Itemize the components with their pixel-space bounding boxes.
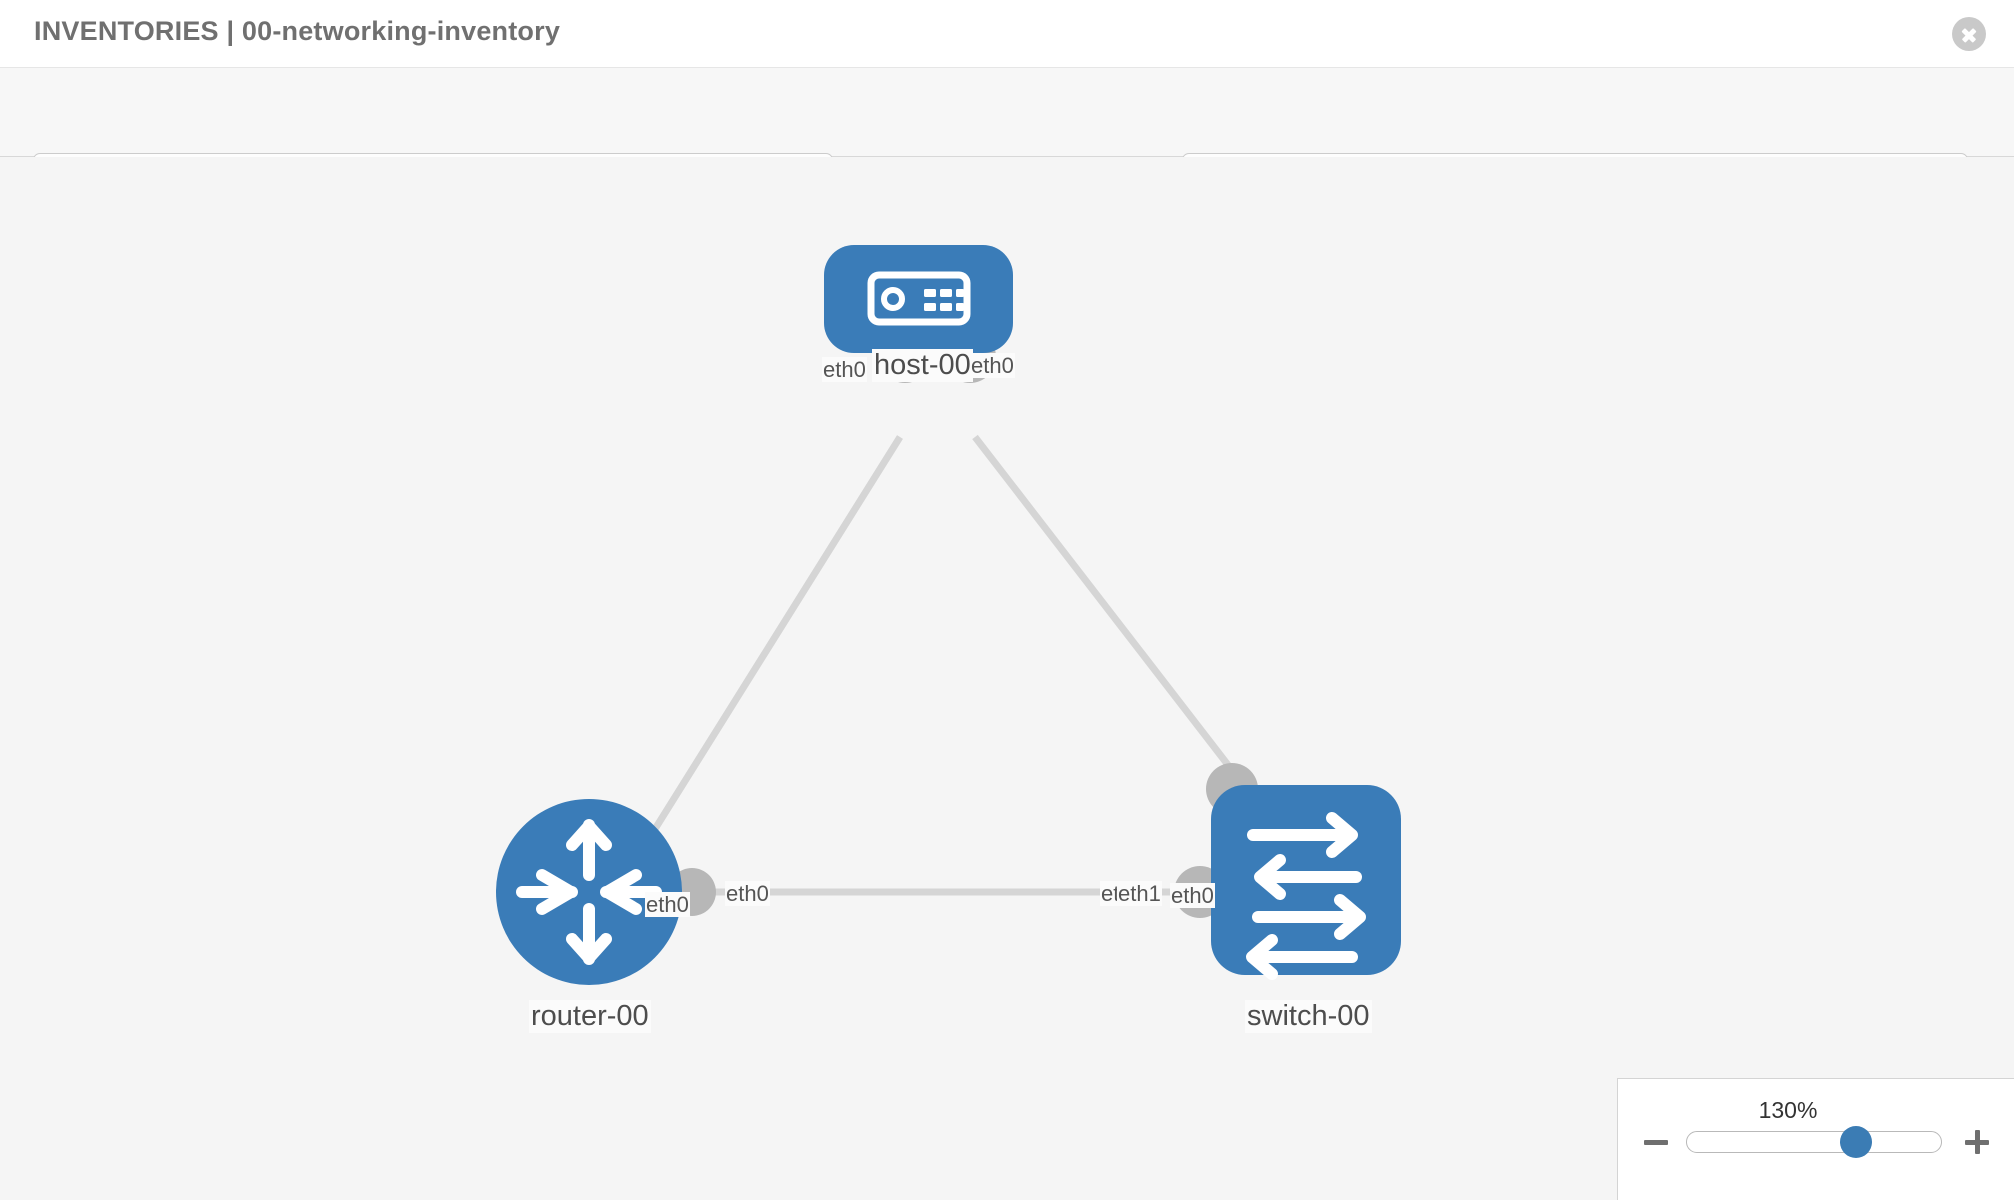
link-host-switch	[972, 434, 1248, 790]
node-label-switch: switch-00	[1245, 1000, 1372, 1034]
zoom-slider-track[interactable]	[1686, 1131, 1942, 1153]
close-icon[interactable]	[1952, 17, 1986, 51]
port-label-host-left: eth0	[822, 357, 867, 383]
zoom-slider-handle[interactable]	[1840, 1126, 1872, 1158]
zoom-out-button[interactable]	[1641, 1127, 1671, 1157]
topology-links	[597, 434, 1248, 919]
port-label-host-right: eth0	[970, 353, 1015, 379]
page-title: INVENTORIES | 00-networking-inventory	[34, 16, 561, 46]
topology-ports	[668, 331, 1258, 918]
zoom-control-panel: 130%	[1617, 1078, 2014, 1200]
node-switch-00	[1211, 785, 1401, 980]
topology-canvas[interactable]: host-00 router-00 switch-00 eth0 eth0 et…	[0, 157, 2014, 1200]
port-label-router-uplink: eth0	[645, 892, 690, 918]
node-host-00	[824, 245, 1013, 353]
router-arrows-icon	[516, 819, 662, 965]
server-icon	[867, 271, 971, 326]
zoom-in-button[interactable]	[1962, 1127, 1992, 1157]
page-header: INVENTORIES | 00-networking-inventory	[0, 0, 2014, 68]
node-label-router: router-00	[529, 1000, 651, 1034]
port-label-switch-left-b: eth1	[1117, 881, 1162, 907]
port-label-switch-uplink: eth0	[1170, 883, 1215, 909]
node-router-00	[496, 799, 682, 985]
port-label-router-right: eth0	[725, 881, 770, 907]
switch-arrows-icon	[1246, 812, 1366, 980]
zoom-level-value: 130%	[1758, 1097, 1818, 1123]
topology-graph	[496, 245, 1401, 985]
toolbar: ACTIONS SEARCH	[0, 68, 2014, 205]
node-label-host: host-00	[872, 349, 973, 383]
